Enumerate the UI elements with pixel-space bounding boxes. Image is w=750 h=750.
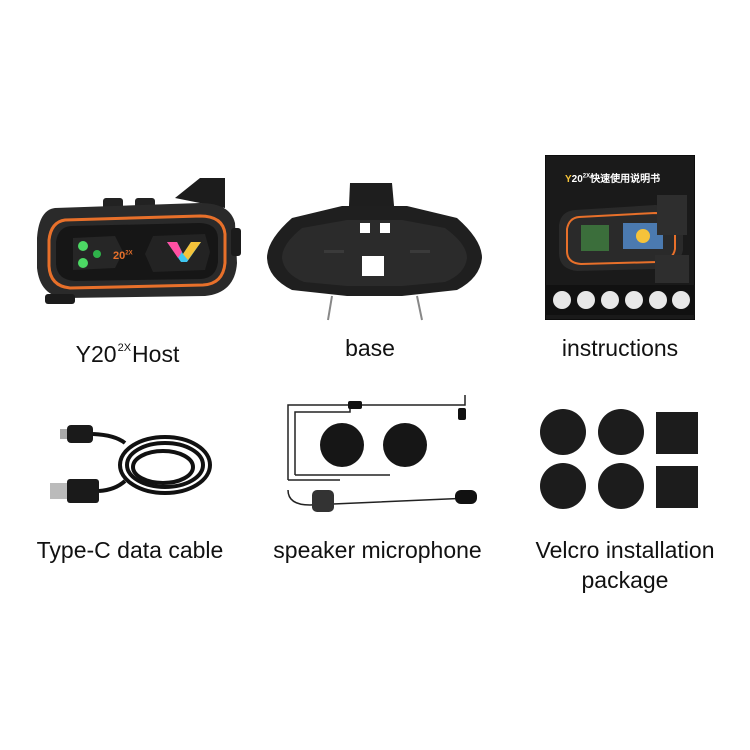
velcro-caption-line2: package xyxy=(581,567,669,593)
velcro-caption-line1: Velcro installation xyxy=(535,537,715,563)
speaker-microphone-image xyxy=(287,395,477,512)
base-mount-image xyxy=(267,183,482,321)
base-caption: base xyxy=(345,335,395,361)
type-c-cable-image xyxy=(50,425,212,503)
instruction-manual-image xyxy=(545,155,695,320)
host-unit-image xyxy=(37,178,241,304)
host-caption: Y202XHost xyxy=(75,341,180,367)
speaker-mic-caption: speaker microphone xyxy=(273,537,482,563)
instructions-caption: instructions xyxy=(561,335,679,361)
host-logo-text: 202X xyxy=(113,250,133,262)
cable-caption: Type-C data cable xyxy=(36,537,224,563)
manual-title: Y202X快速使用说明书 xyxy=(565,173,661,185)
velcro-package-image xyxy=(540,409,698,509)
